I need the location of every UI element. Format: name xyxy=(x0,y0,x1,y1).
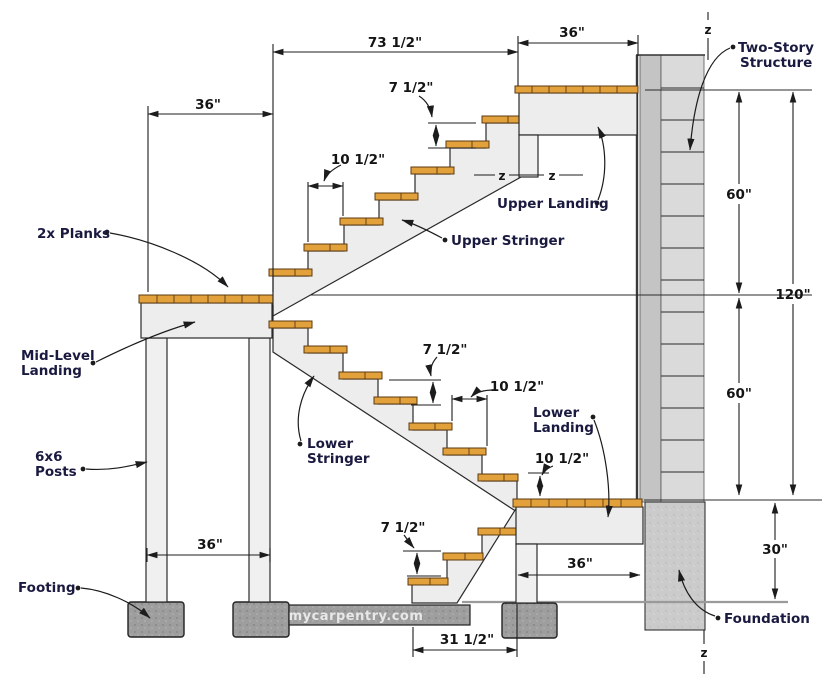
label-two-story-2: Structure xyxy=(740,55,812,71)
label-lower-landing-2: Landing xyxy=(533,420,594,436)
dim-lower-last-rise: 10 1/2" xyxy=(535,451,589,467)
upper-landing-planks xyxy=(514,85,639,94)
upper-landing-structure xyxy=(514,85,639,178)
dim-total-height: 120" xyxy=(775,287,810,303)
label-upper-landing: Upper Landing xyxy=(497,196,609,212)
footings: mycarpentry.com xyxy=(127,601,558,639)
label-lower-landing-1: Lower xyxy=(533,405,580,421)
label-footing: Footing xyxy=(18,580,76,596)
level-lines xyxy=(274,89,822,501)
section-mark-mid-right: z xyxy=(549,169,556,183)
two-story-wall xyxy=(635,54,705,503)
label-mid-landing-2: Landing xyxy=(21,363,82,379)
mid-landing-planks xyxy=(138,294,275,304)
section-mark-mid-left: z xyxy=(499,169,506,183)
dimension-labels: 73 1/2" 36" 36" 7 1/2" 10 1/2" 7 1/2" 10… xyxy=(195,25,811,648)
bottom-flight xyxy=(407,504,519,604)
label-planks: 2x Planks xyxy=(37,226,110,242)
upper-flight-treads xyxy=(268,115,520,277)
mid-level-landing xyxy=(138,294,275,339)
dim-bottom-riser: 7 1/2" xyxy=(381,520,426,536)
post-right xyxy=(248,337,271,603)
dim-post-spacing: 36" xyxy=(197,537,223,553)
bottom-flight-treads xyxy=(407,527,519,586)
label-posts-1: 6x6 xyxy=(35,449,63,465)
dim-upper-height: 60" xyxy=(726,187,752,203)
dim-lower-height: 60" xyxy=(726,386,752,402)
label-lower-stringer-2: Stringer xyxy=(307,451,370,467)
lower-stringer-flight xyxy=(268,305,519,514)
dimension-lines xyxy=(146,35,797,657)
foundation-wall xyxy=(644,501,706,631)
annotation-leaders xyxy=(75,44,736,621)
upper-stringer-flight xyxy=(268,115,522,318)
lower-landing-post xyxy=(515,543,538,604)
dim-foundation-depth: 30" xyxy=(762,542,788,558)
lower-landing-planks xyxy=(512,498,643,508)
dim-lower-landing-width: 36" xyxy=(567,556,593,572)
label-foundation: Foundation xyxy=(724,611,810,627)
dim-upper-landing-width: 36" xyxy=(559,25,585,41)
footing-middle xyxy=(232,601,290,638)
dim-upper-run: 73 1/2" xyxy=(368,35,422,51)
label-posts-2: Posts xyxy=(35,464,77,480)
label-two-story-1: Two-Story xyxy=(738,40,814,56)
dim-upper-tread: 10 1/2" xyxy=(331,152,385,168)
dim-upper-riser: 7 1/2" xyxy=(389,80,434,96)
upper-landing-post xyxy=(518,134,539,178)
section-marks: z z z z xyxy=(474,12,712,674)
label-mid-landing-1: Mid-Level xyxy=(21,348,95,364)
dim-mid-landing-width: 36" xyxy=(195,97,221,113)
dim-bottom-run: 31 1/2" xyxy=(440,632,494,648)
posts-6x6 xyxy=(145,337,271,603)
section-mark-bottom: z xyxy=(701,646,708,660)
footing-lower-landing xyxy=(501,602,558,639)
lower-flight-treads xyxy=(268,320,519,482)
post-left xyxy=(145,337,168,603)
section-mark-top: z xyxy=(705,23,712,37)
label-lower-stringer-1: Lower xyxy=(307,436,354,452)
label-upper-stringer: Upper Stringer xyxy=(451,233,565,249)
dim-lower-tread: 10 1/2" xyxy=(490,379,544,395)
upper-stringer xyxy=(272,122,522,318)
concrete-slab xyxy=(288,604,471,626)
watermark: mycarpentry.com xyxy=(289,609,424,624)
lower-landing-structure xyxy=(512,498,644,604)
annotation-labels: 2x Planks Mid-Level Landing 6x6 Posts Fo… xyxy=(18,40,814,627)
dim-lower-riser: 7 1/2" xyxy=(423,342,468,358)
